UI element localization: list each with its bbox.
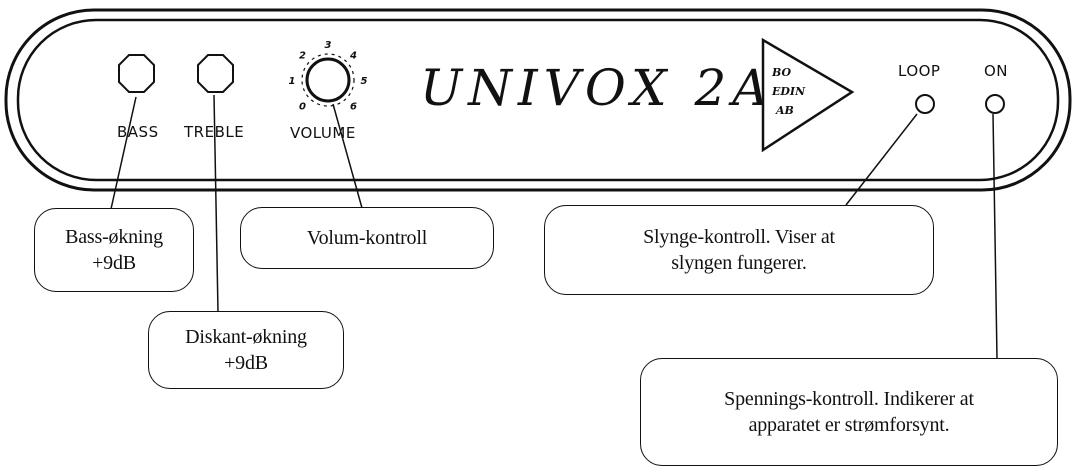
volume-scale-mark: 0 [299,102,306,113]
bass-knob [118,54,155,93]
logo-line-3: AB [775,104,794,117]
callout-volume-line-1: Volum-kontroll [306,227,428,249]
power-indicator-lamp [985,94,1005,114]
leader-bass [110,96,137,210]
logo-line-2: EDIN [771,85,806,98]
product-title: UNIVOX 2A [420,59,774,117]
volume-knob [301,53,355,107]
callout-bass: Bass-økning +9dB [34,208,194,292]
panel-inner-border [16,18,1060,182]
on-label: ON [984,62,1008,80]
callout-power-line-2: apparatet er strømforsynt. [748,414,950,436]
callout-loop-line-1: Slynge-kontroll. Viser at [643,226,835,248]
logo-line-1: BO [771,66,792,79]
leader-loop [845,113,918,206]
volume-scale: 0 1 2 3 4 5 6 [289,40,368,113]
callout-treble: Diskant-økning +9dB [148,311,344,389]
callout-treble-line-2: +9dB [224,352,268,374]
volume-scale-mark: 1 [289,76,296,87]
treble-knob [197,54,234,93]
volume-scale-mark: 4 [349,51,357,62]
volume-scale-mark: 6 [350,102,357,113]
manufacturer-logo: BO EDIN AB [761,37,855,153]
callout-volume: Volum-kontroll [240,207,494,269]
leader-volume [332,103,363,209]
loop-indicator-lamp [915,94,935,114]
callout-loop: Slynge-kontroll. Viser at slyngen funger… [544,205,934,295]
callout-treble-line-1: Diskant-økning [185,326,307,348]
volume-scale-mark: 2 [299,51,306,62]
callout-bass-line-1: Bass-økning [65,226,163,248]
bass-label: BASS [117,123,159,141]
volume-scale-mark: 3 [325,40,332,51]
callout-loop-line-2: slyngen fungerer. [671,252,807,274]
callout-bass-line-2: +9dB [92,252,136,274]
loop-label: LOOP [898,62,940,80]
volume-scale-mark: 5 [361,76,368,87]
callout-power-line-1: Spennings-kontroll. Indikerer at [724,388,974,410]
panel-outer-border [4,8,1072,192]
volume-label: VOLUME [290,124,356,142]
leader-treble [213,94,219,313]
callout-power: Spennings-kontroll. Indikerer at apparat… [640,358,1058,466]
treble-label: TREBLE [183,123,244,141]
leader-power [992,113,998,359]
